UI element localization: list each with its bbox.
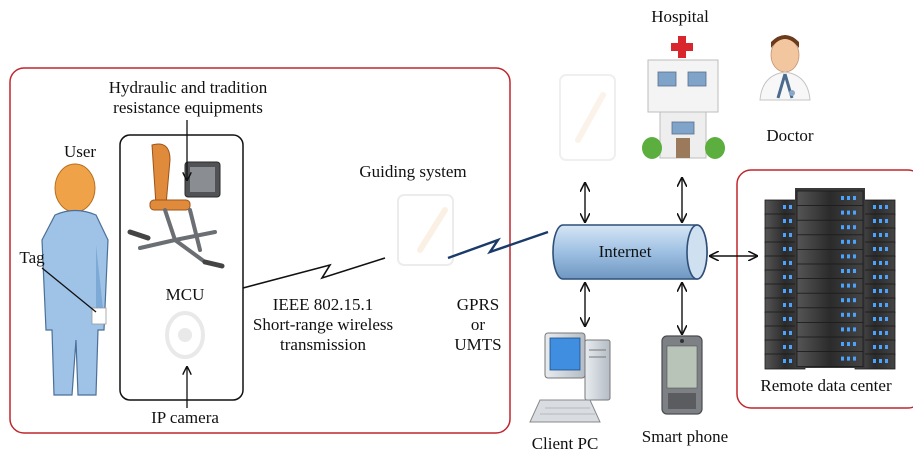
wireless-link-short-range bbox=[242, 257, 386, 289]
label-mcu: MCU bbox=[165, 285, 205, 304]
guiding-device-icon bbox=[397, 194, 454, 266]
hospital-icon bbox=[642, 36, 725, 159]
user-figure-icon bbox=[41, 163, 109, 396]
label-or: or bbox=[470, 315, 486, 334]
remote-region-border bbox=[736, 169, 913, 409]
label-gprs: GPRS bbox=[456, 295, 500, 314]
resistance-equipment-icon bbox=[127, 143, 225, 269]
label-client-pc: Client PC bbox=[531, 434, 599, 453]
label-internet: Internet bbox=[598, 242, 652, 261]
server-rack-icon bbox=[764, 188, 896, 370]
wireless-link-gprs bbox=[447, 230, 549, 260]
label-ieee-line3: transmission bbox=[280, 335, 366, 354]
label-ieee-line2: Short-range wireless bbox=[252, 315, 394, 334]
label-ieee-line1: IEEE 802.15.1 bbox=[272, 295, 374, 314]
local-region-border bbox=[9, 67, 511, 434]
label-remote-data-center: Remote data center bbox=[760, 376, 892, 395]
desktop-pc-icon bbox=[529, 332, 611, 423]
label-guiding-system: Guiding system bbox=[359, 162, 467, 181]
internet-cylinder-icon bbox=[552, 224, 708, 280]
tablet-faint-icon bbox=[559, 74, 616, 161]
tag-pointer-line bbox=[41, 267, 97, 313]
doctor-icon bbox=[759, 35, 811, 101]
label-equipment-line1: Hydraulic and tradition bbox=[108, 78, 268, 97]
label-doctor: Doctor bbox=[766, 126, 814, 145]
label-tag: Tag bbox=[19, 248, 45, 267]
equipment-box bbox=[119, 134, 244, 401]
label-hospital: Hospital bbox=[651, 7, 709, 26]
label-user: User bbox=[63, 142, 97, 161]
label-umts: UMTS bbox=[454, 335, 502, 354]
label-equipment-line2: resistance equipments bbox=[113, 98, 263, 117]
label-ip-camera: IP camera bbox=[151, 408, 219, 427]
smartphone-icon bbox=[661, 335, 703, 415]
camera-icon bbox=[165, 311, 205, 359]
label-smart-phone: Smart phone bbox=[641, 427, 729, 446]
